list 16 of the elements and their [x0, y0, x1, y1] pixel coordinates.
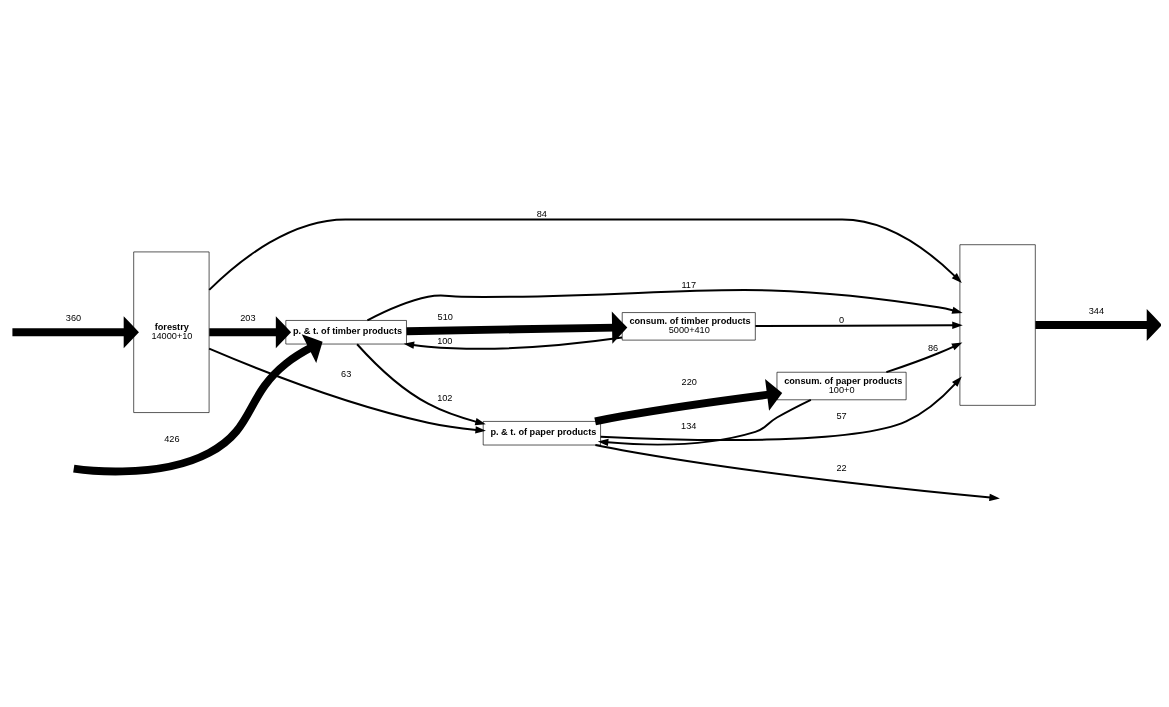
edge-label: 63 — [341, 368, 352, 379]
edge-label: 117 — [681, 279, 697, 290]
edge-label: 102 — [437, 392, 453, 403]
edge-label: 203 — [240, 312, 256, 323]
edge-label: 510 — [437, 311, 453, 322]
edge-label: 426 — [164, 433, 180, 444]
edge-label: 84 — [536, 208, 547, 219]
edge-label: 22 — [836, 462, 847, 473]
edge-label: 344 — [1088, 305, 1105, 316]
edge-label: 360 — [65, 312, 82, 323]
edge-label: 86 — [927, 342, 939, 353]
edge-label: 220 — [681, 376, 697, 387]
edge-label: 134 — [681, 420, 697, 431]
edge-label: 0 — [838, 314, 845, 325]
edge-label: 57 — [836, 410, 847, 421]
edge-label: 100 — [437, 335, 453, 346]
